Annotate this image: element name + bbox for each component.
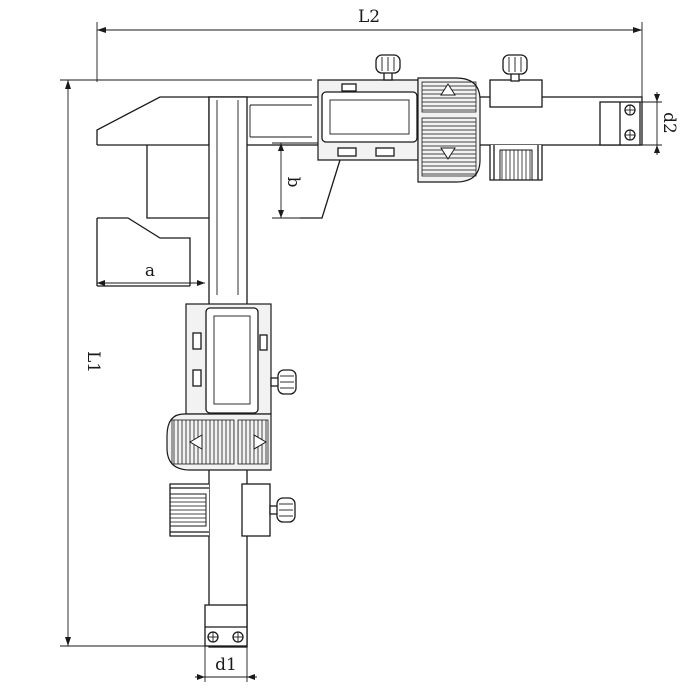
triangle-left-icon: [189, 434, 203, 450]
thumb-screw-icon: [270, 369, 297, 395]
dimension-d2: d2: [640, 92, 679, 155]
triangle-up-icon: [440, 83, 456, 96]
vertical-display-unit: [166, 303, 297, 471]
dimension-d1: d1: [195, 645, 257, 682]
triangle-right-icon: [253, 434, 267, 450]
fixed-jaw-block: [96, 96, 209, 287]
horizontal-clamp: [489, 54, 543, 181]
thumb-screw-icon: [375, 54, 401, 81]
fine-adjust-roller-icon: [169, 483, 209, 537]
dimension-l1: L1: [60, 79, 312, 647]
horizontal-probe-tip: [599, 101, 641, 146]
thumb-screw-icon: [269, 497, 296, 523]
dimension-l2: L2: [96, 7, 643, 102]
label-l2: L2: [358, 7, 380, 27]
thumb-screw-icon: [502, 54, 528, 82]
vertical-clamp: [169, 483, 296, 537]
fine-adjust-roller-icon: [489, 145, 543, 181]
label-l1: L1: [83, 351, 103, 373]
label-b: b: [283, 177, 303, 188]
dimension-a: a: [97, 261, 205, 286]
vertical-probe-tip: [204, 604, 248, 647]
label-d1: d1: [215, 655, 237, 675]
triangle-down-icon: [440, 147, 456, 160]
label-d2: d2: [659, 112, 679, 134]
label-a: a: [145, 261, 155, 281]
horizontal-display-unit: [300, 54, 481, 219]
